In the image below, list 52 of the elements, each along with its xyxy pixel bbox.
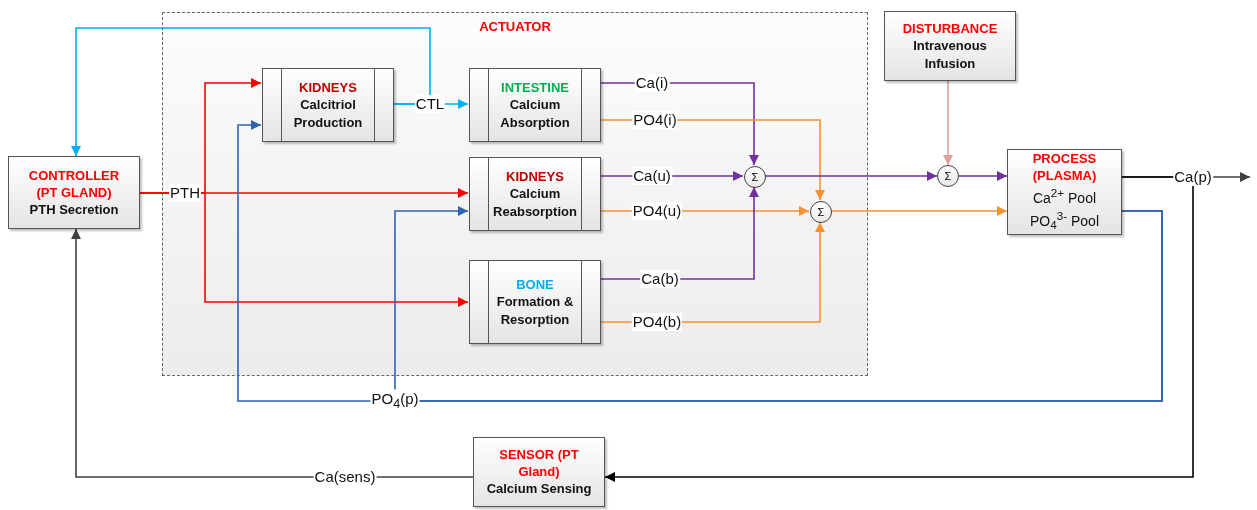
box-heading: SENSOR (PT Gland)	[498, 446, 580, 480]
edge-label: Ca(u)	[632, 167, 672, 185]
box-heading: PROCESS (PLASMA)	[1031, 149, 1098, 184]
summing-junction	[810, 201, 832, 223]
arrow	[943, 80, 953, 166]
box-text: PO$_{4}$$^{3-}$ Pool	[1030, 207, 1099, 234]
box-text: Calcium Absorption	[499, 95, 571, 132]
process-box	[473, 437, 605, 507]
arrow	[764, 171, 938, 181]
sum-symbol: Σ	[751, 171, 759, 183]
edge-label: Ca(sens)	[313, 468, 377, 486]
arrow	[71, 27, 431, 157]
edge-label: Ca(b)	[640, 270, 680, 288]
process-box	[884, 11, 1016, 81]
edge-label: Ca(p)	[1173, 168, 1213, 186]
process-box	[262, 68, 394, 142]
box-heading: INTESTINE	[501, 78, 569, 96]
arrow	[604, 176, 1194, 482]
summing-junction	[937, 165, 959, 187]
box-heading: CONTROLLER (PT GLAND)	[27, 166, 121, 201]
process-box	[8, 156, 140, 229]
sum-symbol: Σ	[944, 170, 952, 182]
summing-junction	[744, 166, 766, 188]
edge-label: PO4(b)	[631, 313, 683, 331]
arrow	[71, 228, 474, 478]
box-text: Calcium Reabsorption	[492, 184, 578, 221]
process-box	[469, 68, 601, 142]
edge-label: CTL	[414, 95, 446, 113]
box-heading: KIDNEYS	[299, 78, 357, 96]
edge-label: PO4(i)	[632, 111, 678, 129]
edge-label: PTH	[169, 184, 201, 202]
edge-label: Ca(i)	[634, 74, 670, 92]
process-box	[469, 260, 601, 344]
group-frame	[162, 12, 868, 376]
arrow	[958, 171, 1008, 181]
edge-label: PO4(u)	[631, 202, 683, 220]
box-text: Calcium Sensing	[486, 480, 592, 498]
box-text: PTH Secretion	[29, 200, 119, 219]
group-title: ACTUATOR	[478, 19, 552, 34]
box-text: Ca$^{2+}$ Pool	[1032, 184, 1097, 207]
box-heading: KIDNEYS	[506, 167, 564, 185]
process-box	[469, 157, 601, 231]
box-heading: DISTURBANCE	[902, 19, 998, 37]
process-box	[1007, 149, 1122, 235]
box-heading: BONE	[516, 275, 554, 293]
arrow	[394, 206, 1163, 402]
box-text: Formation & Resorption	[495, 292, 575, 329]
box-text: Calcitriol Production	[292, 95, 364, 132]
box-text: Intravenous Infusion	[912, 36, 988, 73]
sum-symbol: Σ	[817, 206, 825, 218]
arrow	[139, 192, 469, 307]
arrow	[830, 206, 1008, 216]
